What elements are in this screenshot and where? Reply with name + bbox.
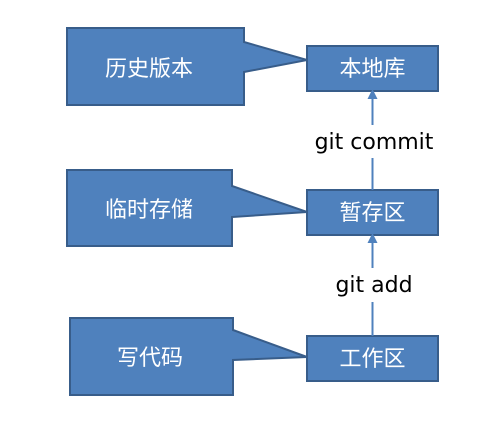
edge-add-label: git add (335, 273, 412, 298)
callout-temp-storage-label: 临时存储 (105, 198, 193, 223)
callout-write-code-label: 写代码 (117, 346, 183, 371)
node-repo-box (306, 45, 439, 92)
callout-temp-storage-shape (66, 169, 308, 247)
node-repo: 本地库 (306, 45, 439, 92)
callout-write-code-shape (69, 317, 308, 396)
edge-add: git add (335, 233, 413, 336)
node-repo-label: 本地库 (339, 57, 405, 82)
callout-history-shape (66, 27, 308, 106)
edge-commit-label: git commit (315, 130, 434, 155)
edge-commit: git commit (315, 89, 434, 190)
callout-history: 历史版本 (66, 27, 308, 106)
callout-write-code: 写代码 (69, 317, 308, 396)
node-workspace-box (306, 335, 439, 382)
node-staging: 暂存区 (306, 189, 439, 236)
node-workspace: 工作区 (306, 335, 439, 382)
callout-history-label: 历史版本 (105, 57, 193, 82)
node-staging-label: 暂存区 (339, 201, 405, 226)
callout-temp-storage: 临时存储 (66, 169, 308, 247)
node-workspace-label: 工作区 (339, 347, 405, 372)
